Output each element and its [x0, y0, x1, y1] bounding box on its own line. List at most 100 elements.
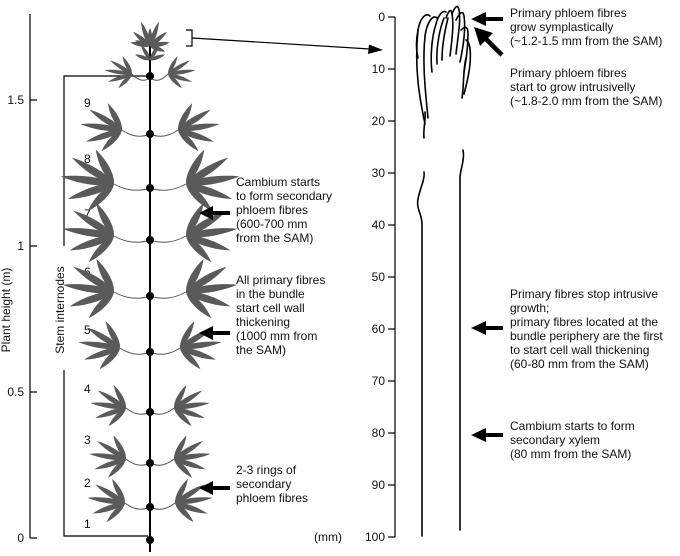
petiole	[149, 183, 187, 191]
internode-number: 6	[84, 265, 91, 279]
leaflet	[80, 123, 122, 132]
annotation-line: primary fibres located at the	[510, 315, 658, 329]
leaflet	[180, 341, 222, 350]
leaflet	[186, 228, 238, 238]
leaflet	[97, 440, 126, 459]
leaflet	[134, 54, 150, 61]
leaflet	[118, 74, 132, 89]
annotation-rings: 2-3 rings of secondary phloem fibres	[236, 463, 308, 505]
leaflet	[96, 202, 115, 236]
annotation-line: (1000 mm from	[236, 329, 317, 343]
arrow-left-icon	[471, 12, 503, 26]
leaflet	[110, 60, 132, 74]
leaflet	[168, 73, 192, 82]
leaflet	[185, 258, 204, 292]
leaflet	[174, 453, 211, 460]
leaflet	[186, 235, 231, 251]
leaflet	[71, 157, 114, 184]
annotation-line: Primary phloem fibres	[510, 66, 627, 80]
petiole	[119, 347, 151, 355]
leaflet	[178, 129, 214, 142]
bracket-label-backdrop	[56, 246, 72, 370]
leaflet	[113, 385, 127, 408]
leaflet	[113, 435, 127, 459]
leaflet	[168, 60, 190, 74]
leaflet	[62, 284, 114, 294]
leaf-whorl	[78, 321, 222, 370]
leaflet	[174, 458, 206, 470]
leaflet	[174, 390, 203, 408]
annotation-line: secondary	[236, 477, 291, 491]
right-tick-label: 60	[372, 322, 386, 336]
petiole	[149, 291, 187, 299]
arrow-left-icon	[471, 321, 503, 335]
stem-node	[146, 184, 154, 192]
annotation-line: phloem fibres	[236, 491, 308, 505]
annotation-line: (~1.8-2.0 mm from the SAM)	[510, 94, 662, 108]
stem-node	[146, 292, 154, 300]
annotation-line: to form secondary	[236, 189, 332, 203]
left-tick-label: 0.5	[7, 385, 24, 399]
leaflet	[62, 228, 114, 238]
stem-node	[146, 503, 154, 511]
right-tick-label: 0	[378, 10, 385, 24]
annotation-line: (80 mm from the SAM)	[510, 447, 631, 461]
leaflet	[89, 453, 126, 460]
stem-node	[146, 348, 154, 356]
leaflet	[94, 458, 126, 470]
right-tick-label: 20	[372, 114, 386, 128]
apex-tuft	[130, 21, 170, 61]
annotation-line: 2-3 rings of	[236, 463, 297, 477]
leaflet	[99, 348, 120, 370]
section-fibre	[423, 16, 438, 119]
section-fibre	[430, 10, 447, 73]
leaflet	[186, 175, 240, 186]
leaflet	[106, 503, 125, 523]
leaflet	[104, 69, 132, 75]
annotation-line: growth;	[510, 301, 549, 315]
leaflet	[178, 109, 211, 130]
leaflet	[107, 103, 123, 130]
leaflet	[90, 402, 126, 409]
leaflet	[175, 503, 194, 523]
annotation-line: Cambium starts	[236, 175, 320, 189]
stem-node	[146, 459, 154, 467]
annotation-line: Primary fibres stop intrusive	[510, 287, 658, 301]
annotation-line: thickening	[236, 315, 290, 329]
section-outer-right	[459, 149, 465, 531]
annotation-line: secondary xylem	[510, 433, 600, 447]
leaflet	[186, 291, 231, 307]
annotation-line: to start cell wall thickening	[510, 343, 649, 357]
leaf-whorl	[62, 258, 238, 319]
leaflet	[186, 183, 233, 200]
internode-number: 2	[84, 476, 91, 490]
right-axis-unit: (mm)	[314, 530, 342, 544]
annotation-line: phloem fibres	[236, 203, 308, 217]
petiole	[121, 129, 151, 137]
leaflet	[108, 408, 126, 427]
section-apex	[445, 9, 454, 57]
stem-node	[146, 236, 154, 244]
stem-nodes	[146, 72, 154, 544]
section-fibre	[463, 39, 472, 95]
internodes-label: Stem internodes	[53, 266, 67, 353]
leaflet	[86, 129, 122, 142]
internode-number: 1	[84, 517, 91, 531]
leaflet	[150, 31, 167, 46]
leaflet	[180, 347, 216, 360]
leaflet	[186, 210, 227, 236]
leaflet	[186, 292, 212, 319]
leaflet	[69, 291, 114, 307]
annotation-line: in the bundle	[236, 287, 305, 301]
annotation-line: All primary fibres	[236, 273, 325, 287]
arrow-up-left-icon	[474, 27, 504, 57]
arrow-left-icon	[471, 428, 503, 442]
internode-number: 5	[84, 323, 91, 337]
leaflet	[175, 497, 213, 504]
leaflet	[177, 103, 193, 130]
section-fibre	[455, 11, 466, 63]
leaflet	[167, 56, 178, 74]
section-fibre	[460, 26, 469, 73]
leaflet	[105, 321, 121, 348]
